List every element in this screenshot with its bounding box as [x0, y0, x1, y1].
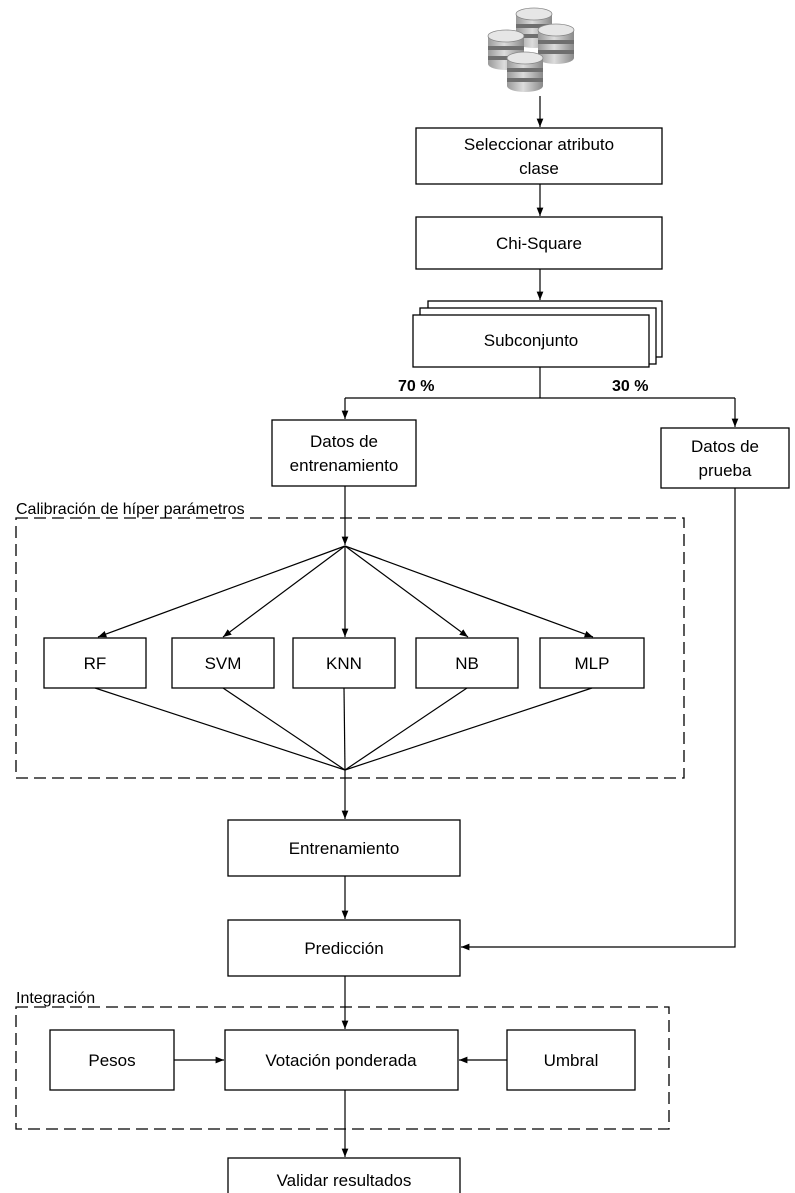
- select-node-line2: clase: [519, 159, 559, 178]
- model-knn-node: KNN: [292, 637, 396, 689]
- training-data-node: Datos de entrenamiento: [271, 419, 417, 487]
- prediction-node: Predicción: [227, 919, 461, 977]
- threshold-node: Umbral: [506, 1029, 636, 1091]
- test-data-line2: prueba: [699, 461, 752, 480]
- database-cylinder: [537, 23, 575, 64]
- model-svm-label: SVM: [205, 654, 242, 673]
- subset-node: Subconjunto: [412, 300, 663, 368]
- database-cylinder: [506, 51, 544, 92]
- model-nb-label: NB: [455, 654, 479, 673]
- chi-square-label: Chi-Square: [496, 234, 582, 253]
- model-rf-node: RF: [43, 637, 147, 689]
- subset-label: Subconjunto: [484, 331, 579, 350]
- training-node: Entrenamiento: [227, 819, 461, 877]
- fanout-lines: [97, 545, 594, 638]
- select-class-attribute-node: Seleccionar atributo clase: [415, 127, 663, 185]
- weighted-vote-label: Votación ponderada: [265, 1051, 417, 1070]
- model-rf-label: RF: [84, 654, 107, 673]
- model-svm-node: SVM: [171, 637, 275, 689]
- prediction-label: Predicción: [304, 939, 383, 958]
- training-data-line1: Datos de: [310, 432, 378, 451]
- select-node-line1: Seleccionar atributo: [464, 135, 614, 154]
- threshold-label: Umbral: [544, 1051, 599, 1070]
- model-nb-node: NB: [415, 637, 519, 689]
- train-split-label: 70 %: [398, 378, 434, 395]
- validate-results-node: Validar resultados: [227, 1157, 461, 1193]
- fanin-lines: [94, 687, 593, 771]
- training-data-line2: entrenamiento: [290, 456, 399, 475]
- test-split-label: 30 %: [612, 378, 648, 395]
- model-knn-label: KNN: [326, 654, 362, 673]
- calibration-group-border: [15, 517, 685, 779]
- test-data-line1: Datos de: [691, 437, 759, 456]
- validate-results-label: Validar resultados: [277, 1171, 412, 1190]
- integration-group-border: [15, 1006, 670, 1130]
- training-label: Entrenamiento: [289, 839, 400, 858]
- arrow-test-data-to-prediction: [461, 488, 736, 951]
- model-mlp-label: MLP: [575, 654, 610, 673]
- weights-node: Pesos: [49, 1029, 175, 1091]
- model-mlp-node: MLP: [539, 637, 645, 689]
- chi-square-node: Chi-Square: [415, 216, 663, 270]
- test-data-node: Datos de prueba: [660, 427, 790, 489]
- split-connector: [341, 367, 739, 427]
- integration-group-title: Integración: [16, 990, 95, 1007]
- weights-label: Pesos: [88, 1051, 135, 1070]
- calibration-group-title: Calibración de híper parámetros: [16, 501, 245, 518]
- database-icon: [487, 7, 575, 92]
- weighted-vote-node: Votación ponderada: [224, 1029, 459, 1091]
